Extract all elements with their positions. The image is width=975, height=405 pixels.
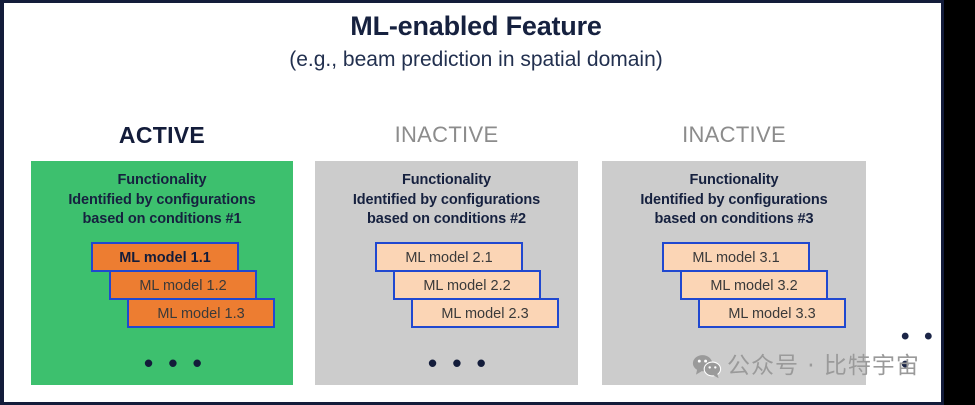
column-1-panel-title: Functionality Identified by configuratio… (31, 161, 293, 230)
column-2-panel-title: Functionality Identified by configuratio… (315, 161, 578, 230)
title-block: ML-enabled Feature (e.g., beam predictio… (4, 9, 941, 75)
model-card[interactable]: ML model 2.1 (375, 241, 523, 272)
page-subtitle: (e.g., beam prediction in spatial domain… (289, 48, 663, 71)
panel-title-line: based on conditions #3 (654, 211, 814, 227)
column-1-ellipsis: • • • (144, 348, 206, 378)
column-3-card-stack: ML model 3.1 ML model 3.2 ML model 3.3 (602, 241, 866, 338)
model-card[interactable]: ML model 3.2 (680, 269, 828, 300)
column-1-state-label: ACTIVE (118, 122, 206, 148)
model-card[interactable]: ML model 1.1 (91, 241, 239, 272)
column-1-card-stack: ML model 1.1 ML model 1.2 ML model 1.3 (31, 241, 293, 338)
panel-title-line: Identified by configurations (352, 191, 541, 208)
column-2-panel: Functionality Identified by configuratio… (315, 161, 578, 385)
overflow-ellipsis: • • • (901, 323, 937, 378)
column-3: INACTIVE Functionality Identified by con… (602, 120, 866, 385)
model-card[interactable]: ML model 3.1 (662, 241, 810, 272)
panel-title-line: Identified by configurations (68, 191, 256, 208)
model-card[interactable]: ML model 3.3 (698, 297, 846, 328)
model-card[interactable]: ML model 2.2 (393, 269, 541, 300)
page-title: ML-enabled Feature (350, 11, 602, 41)
panel-title-line: Identified by configurations (640, 191, 828, 208)
column-1: ACTIVE Functionality Identified by confi… (31, 120, 293, 385)
column-1-panel: Functionality Identified by configuratio… (31, 161, 293, 385)
slide-canvas: ML-enabled Feature (e.g., beam predictio… (0, 0, 944, 405)
column-3-panel: Functionality Identified by configuratio… (602, 161, 866, 385)
panel-title-line: based on conditions #1 (82, 211, 242, 227)
panel-title-line: based on conditions #2 (367, 211, 526, 227)
column-2-ellipsis: • • • (428, 348, 490, 378)
model-card[interactable]: ML model 1.3 (127, 297, 275, 328)
column-2-state-label: INACTIVE (394, 122, 499, 147)
model-card[interactable]: ML model 2.3 (411, 297, 559, 328)
column-2-card-stack: ML model 2.1 ML model 2.2 ML model 2.3 (315, 241, 578, 338)
column-3-state-label: INACTIVE (682, 122, 786, 147)
panel-title-line: Functionality (117, 172, 207, 188)
column-3-panel-title: Functionality Identified by configuratio… (602, 161, 866, 230)
panel-title-line: Functionality (689, 172, 779, 188)
panel-title-line: Functionality (402, 172, 491, 188)
model-card[interactable]: ML model 1.2 (109, 269, 257, 300)
column-2: INACTIVE Functionality Identified by con… (315, 120, 578, 385)
